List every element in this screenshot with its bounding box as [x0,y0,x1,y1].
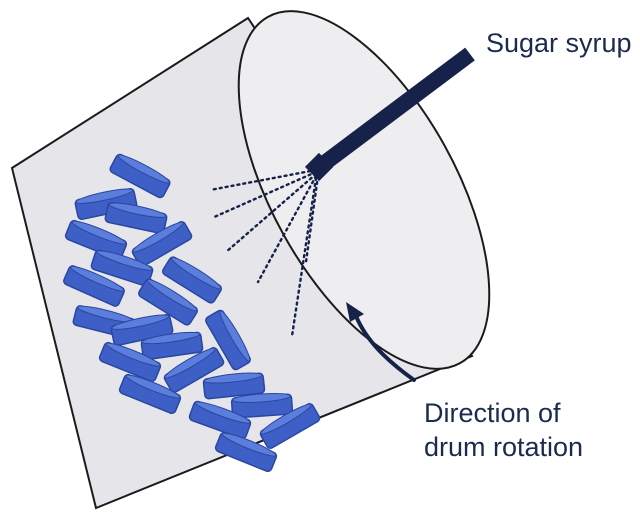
spray-line [208,168,318,192]
tablet-icon [64,219,128,261]
tablet-icon [163,347,225,393]
tablet-icon [98,341,162,383]
tablet-icon [109,153,171,199]
tablet-icon [131,221,193,267]
tablet-icon [118,373,182,415]
tablet-icon [90,249,154,287]
spray-pattern [208,168,320,338]
tablet-icon [104,201,168,235]
tablet-icon [74,187,138,221]
rotation-arrow-icon [346,302,416,382]
tablet-icon [214,431,278,473]
rotation-label-line1: Direction of [424,398,561,428]
tablet-icon [138,278,198,326]
rotation-label-line2: drum rotation [424,432,584,462]
tablet-icon [140,331,204,361]
tablet-icon [162,256,222,304]
tablet-pile [63,153,321,473]
spray-line [304,174,320,264]
tablet-icon [202,372,266,400]
tablet-icon [188,400,252,440]
spray-pipe-icon [304,47,475,182]
tablet-icon [259,403,321,449]
spray-line [256,174,318,284]
spray-line [210,170,318,220]
tablet-icon [63,265,125,307]
spray-line [224,172,318,254]
sugar-syrup-label: Sugar syrup [486,28,632,58]
tablet-icon [230,393,294,419]
spray-line [290,176,318,338]
tablet-icon [205,309,251,371]
